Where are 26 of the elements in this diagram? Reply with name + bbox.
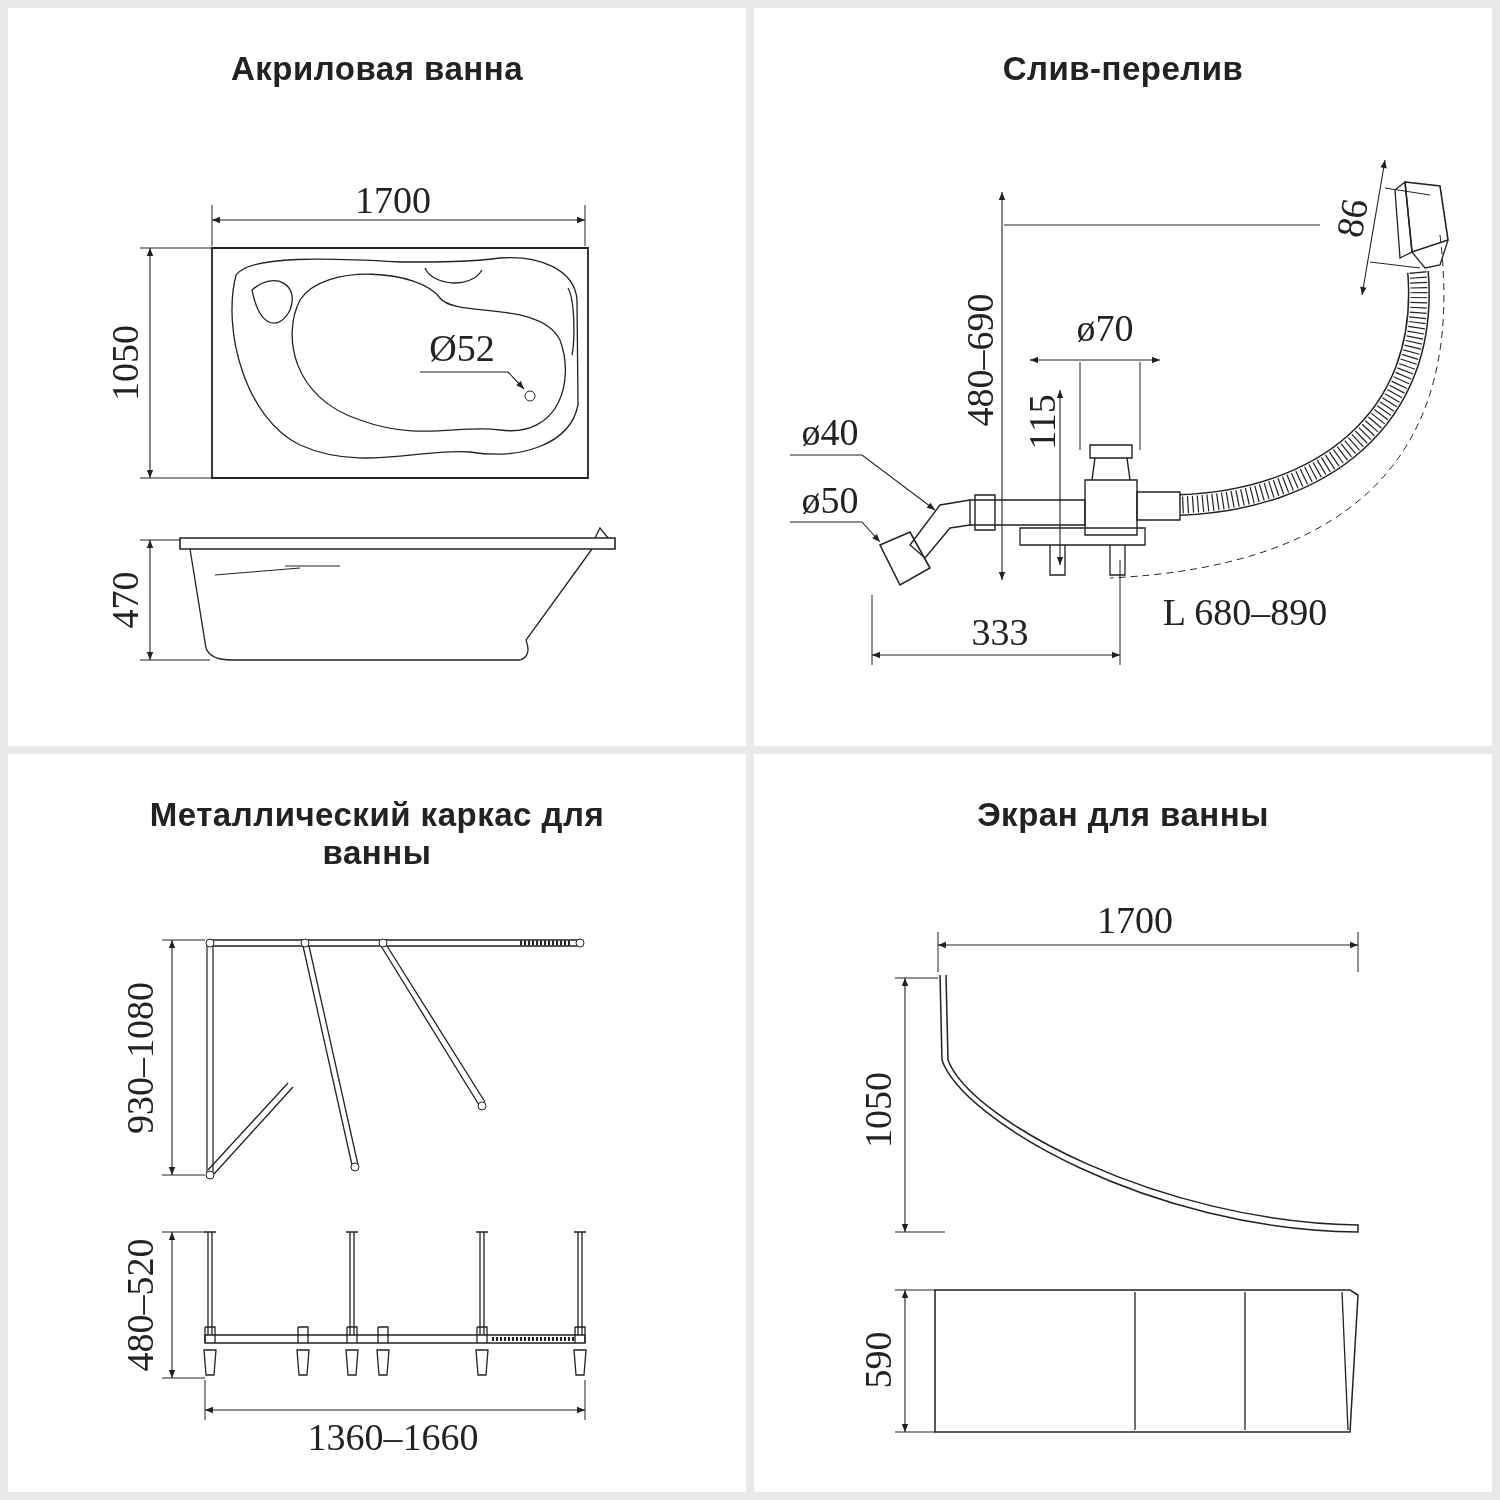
dimension-label: 1700 — [354, 180, 432, 220]
dimension-label: L 680–890 — [1161, 592, 1329, 632]
dimension-label: ø40 — [800, 412, 860, 452]
dimension-label: ø70 — [1075, 308, 1135, 348]
dimension-label: 1700 — [1096, 900, 1174, 940]
dimension-label: 1050 — [858, 1071, 898, 1150]
dimension-label: 480–520 — [120, 1237, 160, 1374]
dimension-label: 930–1080 — [120, 981, 160, 1136]
dimension-label: Ø52 — [428, 328, 496, 368]
dimension-label: 333 — [970, 612, 1030, 652]
panel-title: Металлический каркас для ванны — [148, 796, 606, 872]
panel-card — [754, 8, 1492, 746]
panel-title: Акриловая ванна — [231, 50, 523, 88]
panel-title: Слив-перелив — [1002, 50, 1244, 88]
panel-card — [8, 754, 746, 1492]
dimension-label: 1050 — [105, 324, 145, 403]
panel-title: Экран для ванны — [977, 796, 1269, 834]
dimension-label: 115 — [1022, 393, 1062, 452]
dimension-label: ø50 — [800, 480, 860, 520]
dimension-label: 86 — [1328, 194, 1376, 243]
panel-card — [8, 8, 746, 746]
dimension-label: 1360–1660 — [306, 1417, 480, 1457]
dimension-label: 480–690 — [960, 292, 1000, 429]
panel-card — [754, 754, 1492, 1492]
dimension-label: 590 — [858, 1330, 898, 1391]
dimension-label: 470 — [105, 570, 145, 631]
